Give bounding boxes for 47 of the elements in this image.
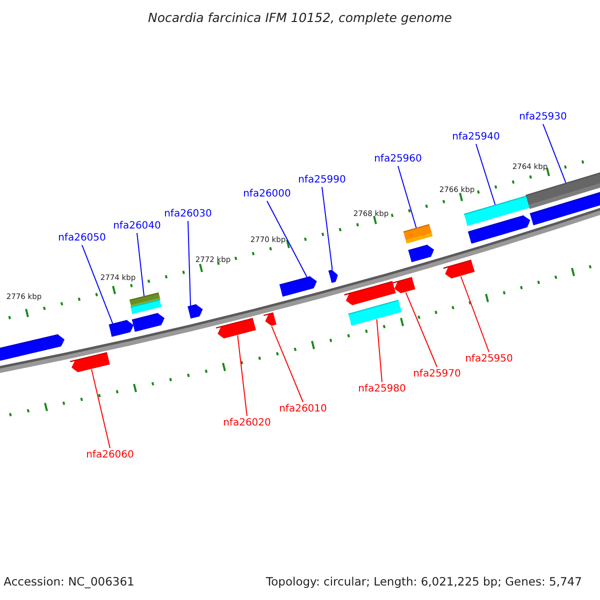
gene-block <box>188 304 203 319</box>
gene-label: nfa26060 <box>86 450 134 460</box>
gene-label: nfa26020 <box>223 418 271 428</box>
gene-label: nfa26040 <box>113 220 161 232</box>
leader-line <box>460 276 490 352</box>
leader-line <box>542 124 566 184</box>
leader-line <box>405 292 438 368</box>
title: Nocardia farcinica IFM 10152, complete genome <box>148 11 452 25</box>
gene-block <box>443 260 475 278</box>
gene-block <box>132 312 165 332</box>
footer-text: Topology: circular; Length: 6,021,225 bp; Genes: 5,747 <box>266 576 582 588</box>
gene-label: nfa25990 <box>298 174 346 186</box>
gene-block <box>216 318 256 338</box>
leader-line <box>91 368 110 448</box>
gene-block <box>279 276 317 297</box>
gene-label: nfa25950 <box>465 354 513 364</box>
gene-block <box>263 312 276 326</box>
leader-line <box>82 244 114 324</box>
leader-line <box>398 166 417 228</box>
gene-label: nfa26010 <box>279 404 327 414</box>
gene-bar <box>403 224 433 244</box>
gene-block <box>70 352 110 372</box>
gene-block <box>530 192 600 226</box>
gene-block <box>468 215 530 244</box>
gene-block <box>408 244 434 262</box>
leader-line <box>188 220 192 306</box>
gene-label: nfa26030 <box>164 208 212 220</box>
gene-label: nfa26000 <box>243 188 291 200</box>
gene-bar <box>348 300 402 326</box>
gene-label: nfa25980 <box>358 384 406 394</box>
gene-bar <box>130 299 162 314</box>
gene-label: nfa25960 <box>374 154 422 164</box>
gene-label: nfa25940 <box>452 132 500 142</box>
leader-line <box>476 144 496 206</box>
gene-block <box>0 334 64 362</box>
gene-label: nfa26050 <box>58 232 106 244</box>
gene-label: nfa25930 <box>519 112 567 122</box>
leader-line <box>237 334 248 416</box>
leader-line <box>322 186 333 270</box>
gene-label: nfa25970 <box>413 368 461 380</box>
gene-block <box>328 270 338 283</box>
footer-text: Accession: NC_006361 <box>4 576 134 588</box>
gene-block <box>108 320 134 337</box>
leader-line <box>266 200 308 278</box>
gene-block <box>392 276 416 294</box>
leader-line <box>271 326 304 402</box>
leader-line <box>376 318 382 382</box>
